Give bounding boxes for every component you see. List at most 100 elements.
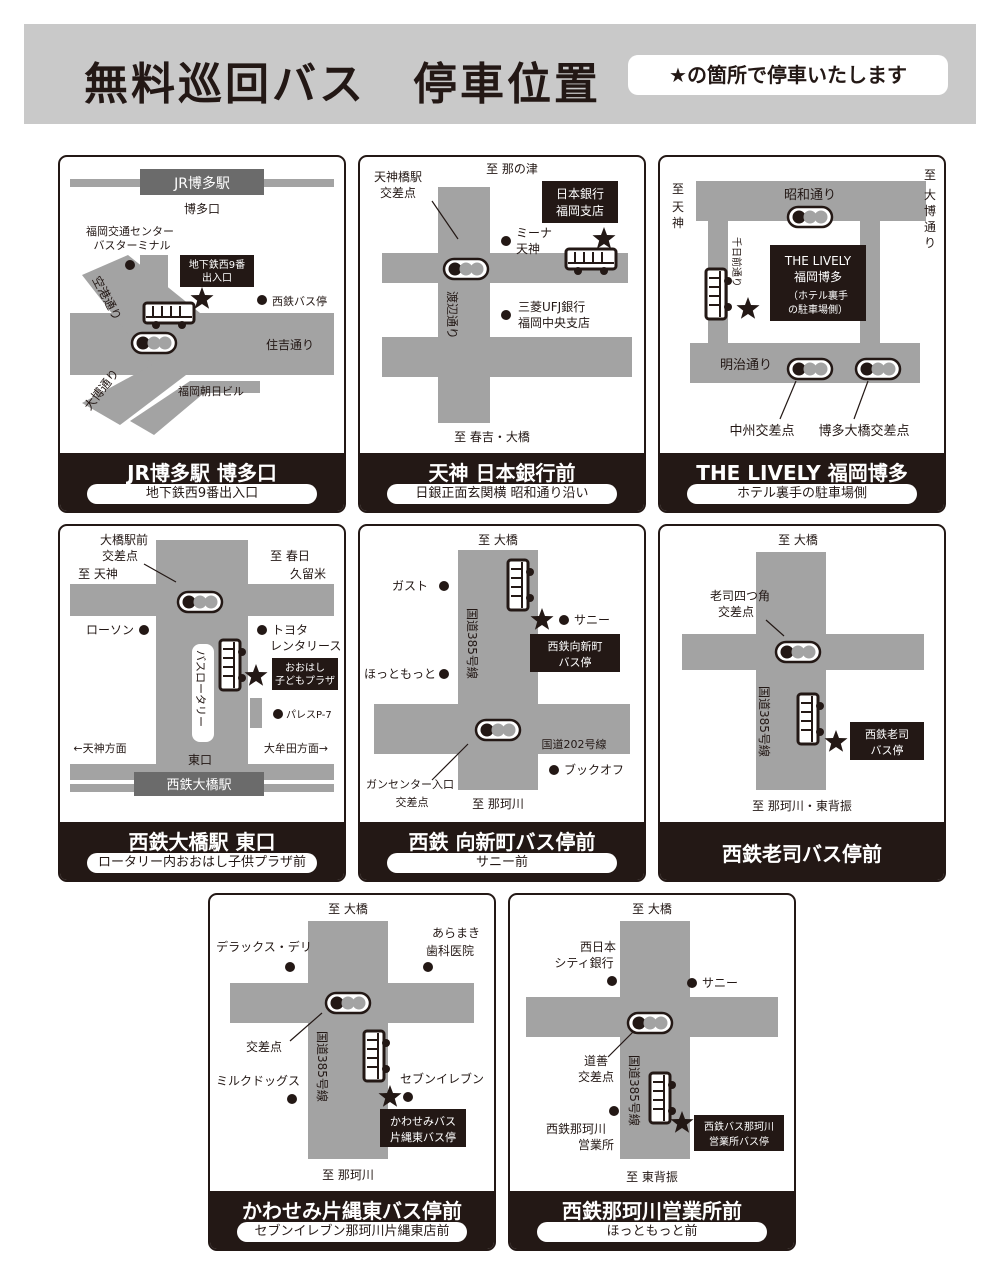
ohashimae-label-2: 交差点	[102, 548, 138, 563]
daihaku-label-4: 通	[924, 220, 936, 234]
daihaku-label-3: 博	[924, 203, 936, 218]
omutahomen-label: 大牟田方面→	[264, 741, 328, 755]
tenjin-label-2: 天	[672, 200, 684, 214]
card-footer: 西鉄那珂川営業所前 ほっともっと前	[510, 1191, 794, 1249]
hotel-label-4: の駐車場側）	[788, 303, 848, 316]
route385-label: 国道385号線	[465, 608, 480, 679]
meiji-label: 明治通り	[720, 358, 772, 373]
traffic-signal-icon	[474, 718, 522, 742]
ohashi-label: 至 大橋	[478, 533, 518, 547]
ohashi-label: 至 大橋	[778, 533, 818, 547]
ohashi-label: 博多大橋交差点	[818, 423, 909, 439]
route385-label: 国道385号線	[757, 686, 772, 757]
card-footer: かわせみ片縄東バス停前 セブンイレブン那珂川片縄東店前	[210, 1191, 494, 1249]
tenjinbashi-label-1: 天神橋駅	[374, 170, 422, 184]
nakagawa-label: 至 那珂川	[472, 797, 524, 811]
roji-label-1: 老司四つ角	[710, 589, 770, 603]
traffic-signal-icon	[130, 331, 178, 355]
sumiyoshi-label: 住吉通り	[266, 338, 314, 352]
traffic-signal-icon	[626, 1011, 674, 1035]
terminal-label-1: 福岡交通センター	[86, 224, 174, 238]
tenjin-label-3: 神	[672, 216, 684, 230]
card-subtitle: セブンイレブン那珂川片縄東店前	[237, 1222, 467, 1242]
cancer-label-1: ガンセンター入口	[366, 778, 454, 791]
stop-card-nakagawa-office: 至 大橋 西日本 シティ銀行 サニー 道善 交差点 西鉄那珂川 営業所 国道38…	[508, 893, 796, 1251]
card-title: 西鉄 向新町バス停前	[408, 830, 596, 854]
office-label-1: 西鉄那珂川	[546, 1121, 606, 1136]
card-title: 天神 日本銀行前	[428, 461, 576, 485]
milk-label: ミルクドッグス	[216, 1074, 300, 1088]
card-subtitle: 地下鉄西9番出入口	[87, 484, 317, 504]
hotel-label-3: （ホテル裏手	[788, 289, 848, 302]
stop-label-1: 地下鉄西9番	[189, 258, 245, 271]
card-footer: JR博多駅 博多口 地下鉄西9番出入口	[60, 453, 344, 511]
boj-label-1: 日本銀行	[556, 187, 604, 201]
office-label-2: 営業所	[578, 1138, 614, 1152]
arama-label-1: あらまき	[432, 926, 480, 940]
ohashi-label: 至 大橋	[328, 902, 368, 916]
ohashi-label: 至 大橋	[632, 902, 672, 916]
page-title: 無料巡回バス 停車位置	[84, 59, 601, 110]
hotel-label-1: THE LIVELY	[784, 254, 852, 268]
card-footer: THE LIVELY 福岡博多 ホテル裏手の駐車場側	[660, 453, 944, 511]
route202-label: 国道202号線	[542, 737, 607, 751]
card-subtitle: ロータリー内おおはし子供プラザ前	[87, 853, 317, 873]
showa-label: 昭和通り	[784, 188, 836, 203]
stop-label-2: バス停	[559, 655, 592, 669]
gusto-label: ガスト	[392, 579, 428, 593]
sunny-label: サニー	[702, 976, 738, 990]
bank-label-1: 西日本	[580, 940, 616, 954]
stop-card-tenjin: 天神橋駅 交差点 至 那の津 日本銀行 福岡支店 ミーナ 天神 渡辺通り 三菱U…	[358, 155, 646, 513]
nakasu-label: 中州交差点	[729, 423, 794, 439]
card-subtitle: 日銀正面玄関横 昭和通り沿い	[387, 484, 617, 504]
roji-label-2: 交差点	[718, 604, 754, 619]
card-title: 西鉄那珂川営業所前	[562, 1199, 742, 1223]
card-title: 西鉄大橋駅 東口	[128, 830, 276, 854]
map-ohashi: 西鉄大橋駅 バスロータリー 大橋駅前 交差点 至 天神 至 春日 久留米 ローソ…	[70, 532, 341, 796]
traffic-signal-icon	[324, 991, 372, 1015]
rotary-label: バスロータリー	[194, 650, 207, 727]
stop-card-roji: 至 大橋 老司四つ角 交差点 国道385号線 西鉄老司 バス停 至 那珂川・東背…	[658, 524, 946, 882]
hotto-label: ほっともっと	[364, 667, 436, 681]
deluxe-label: デラックス・デリ	[216, 939, 312, 954]
traffic-signal-icon	[854, 357, 902, 381]
south-label: 至 春吉・大橋	[454, 430, 530, 444]
lawson-label: ローソン	[86, 623, 134, 637]
arama-label-2: 歯科医院	[426, 944, 474, 958]
map-tenjin: 天神橋駅 交差点 至 那の津 日本銀行 福岡支店 ミーナ 天神 渡辺通り 三菱U…	[374, 162, 632, 444]
nishitetsu-label: 西鉄バス停	[272, 294, 327, 308]
mina-label-1: ミーナ	[516, 226, 552, 240]
tenjinhomen-label: ←天神方面	[73, 741, 126, 755]
card-footer: 西鉄大橋駅 東口 ロータリー内おおはし子供プラザ前	[60, 822, 344, 880]
stop-card-hakata: JR博多駅 博多口 福岡交通センター バスターミナル 地下鉄西9番 出入口 西鉄…	[58, 155, 346, 513]
star-icon	[592, 227, 616, 249]
stop-label-1: かわせみバス	[390, 1115, 456, 1128]
station-label: 西鉄大橋駅	[166, 778, 231, 793]
star-icon	[736, 297, 760, 319]
toyota-label-1: トヨタ	[272, 623, 308, 637]
map-hakata: JR博多駅 博多口 福岡交通センター バスターミナル 地下鉄西9番 出入口 西鉄…	[70, 169, 334, 435]
stop-card-kawasemi: 至 大橋 あらまき 歯科医院 デラックス・デリ 交差点 ミルクドッグス 国道38…	[208, 893, 496, 1251]
kasuga-label-2: 久留米	[290, 567, 326, 581]
map-mukaishinmachi: 至 大橋 ガスト サニー 国道385号線 西鉄向新町 バス停 ほっともっと 国道…	[364, 533, 630, 811]
south-label: 至 東背振	[626, 1170, 678, 1184]
card-subtitle: ホテル裏手の駐車場側	[687, 484, 917, 504]
plaza-label-2: 子どもプラザ	[275, 675, 335, 687]
mina-label-2: 天神	[516, 242, 540, 256]
star-icon	[824, 730, 848, 752]
card-subtitle: ほっともっと前	[537, 1222, 767, 1242]
toyota-label-2: レンタリース	[270, 639, 341, 653]
card-footer: 天神 日本銀行前 日銀正面玄関横 昭和通り沿い	[360, 453, 644, 511]
map-nakagawa-office: 至 大橋 西日本 シティ銀行 サニー 道善 交差点 西鉄那珂川 営業所 国道38…	[526, 902, 784, 1184]
traffic-signal-icon	[786, 205, 834, 229]
exit-label: 博多口	[184, 201, 220, 216]
card-footer: 西鉄老司バス停前	[660, 822, 944, 880]
card-title: かわせみ片縄東バス停前	[242, 1199, 462, 1223]
map-kawasemi: 至 大橋 あらまき 歯科医院 デラックス・デリ 交差点 ミルクドッグス 国道38…	[216, 902, 484, 1182]
asahi-label: 福岡朝日ビル	[178, 384, 244, 398]
tenjin-label: 至 天神	[78, 567, 118, 581]
daihaku-label-2: 大	[924, 188, 936, 202]
stop-label-1: 西鉄老司	[865, 727, 909, 741]
traffic-signal-icon	[442, 257, 490, 281]
nakagawa-label: 至 那珂川	[322, 1168, 374, 1182]
